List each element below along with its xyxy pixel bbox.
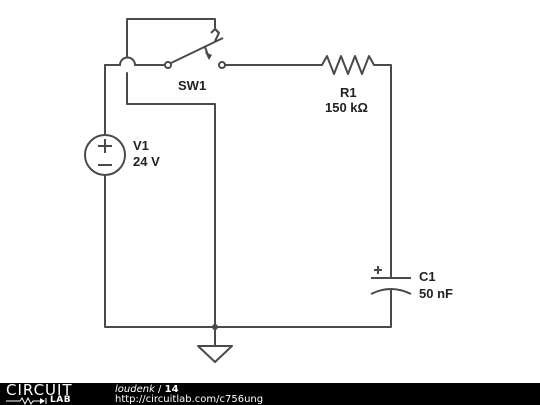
footer-credit: loudenk / 14 — [115, 384, 179, 395]
capacitor-c1 — [370, 266, 412, 295]
wire-right — [373, 64, 392, 279]
sw1-label: SW1 — [178, 78, 206, 93]
wire-crossover-hop — [119, 56, 136, 66]
resistor-r1 — [321, 55, 375, 75]
footer-separator: / — [154, 384, 165, 395]
logo-waveform-icon — [6, 397, 47, 405]
circuit-number: 14 — [164, 384, 179, 395]
wire-bottom-right — [214, 289, 392, 328]
wire-switch-loop-lower — [126, 72, 216, 328]
circuit-url-link[interactable]: http://circuitlab.com/c756ung — [115, 394, 264, 405]
v1-ref-label: V1 — [133, 138, 149, 153]
r1-value-label: 150 kΩ — [325, 100, 368, 115]
footer-bar: CIRCUIT LAB loudenk / 14 http://circuitl… — [0, 383, 540, 405]
wire-left-loop — [104, 64, 216, 328]
voltage-source-v1 — [84, 134, 126, 176]
ground-symbol — [197, 326, 233, 363]
logo-text-lab: LAB — [50, 395, 72, 405]
c1-ref-label: C1 — [419, 269, 436, 284]
circuitlab-logo[interactable]: CIRCUIT LAB — [6, 383, 96, 405]
c1-value-label: 50 nF — [419, 286, 453, 301]
r1-ref-label: R1 — [340, 85, 357, 100]
author-name[interactable]: loudenk — [115, 384, 155, 395]
v1-value-label: 24 V — [133, 154, 160, 169]
wire-switch-loop — [126, 18, 216, 58]
logo-text-circuit: CIRCUIT — [6, 381, 73, 399]
switch-sw1 — [164, 28, 226, 69]
circuit-schematic: SW1 R1 150 kΩ C1 50 nF V1 24 V — [84, 18, 453, 363]
